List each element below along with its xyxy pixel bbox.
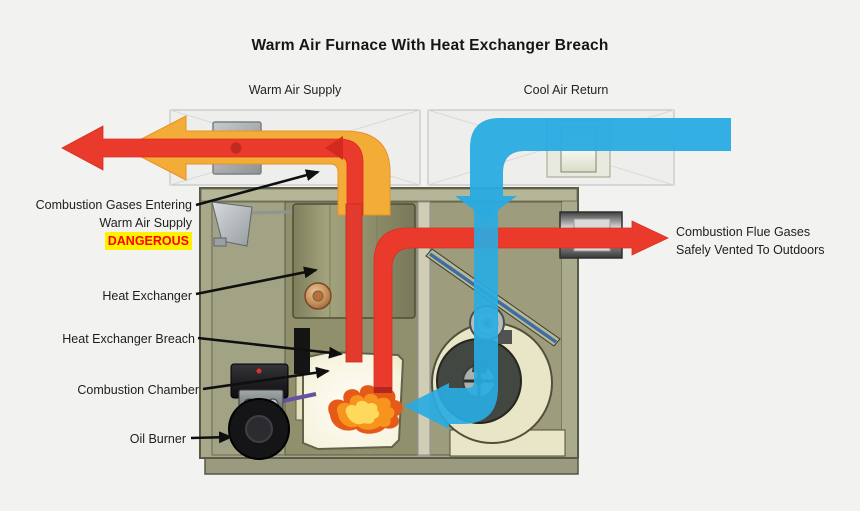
danger-badge: DANGEROUS: [104, 232, 192, 250]
annotation-arrow-chamber: [202, 366, 330, 391]
callout-flue: Combustion Flue Gases Safely Vented To O…: [676, 223, 824, 259]
diagram-title: Warm Air Furnace With Heat Exchanger Bre…: [251, 37, 609, 54]
cool-air-flow-arrow: [404, 118, 731, 429]
callout-combustion-gases-line2: Warm Air Supply: [99, 216, 192, 230]
callout-flue-line2: Safely Vented To Outdoors: [676, 243, 825, 257]
callout-flue-line1: Combustion Flue Gases: [676, 225, 811, 239]
warm-air-supply-label: Warm Air Supply: [248, 83, 342, 97]
annotation-arrows: [190, 169, 343, 444]
callout-combustion-gases: Combustion Gases Entering Warm Air Suppl…: [36, 196, 192, 250]
callout-combustion-chamber: Combustion Chamber: [77, 383, 199, 397]
callout-heat-exchanger: Heat Exchanger: [102, 289, 192, 303]
callout-combustion-gases-line1: Combustion Gases Entering: [35, 198, 192, 212]
combustion-gas-leak-arrow: [61, 125, 364, 363]
annotation-arrow-heat-exchanger: [195, 266, 318, 296]
cool-air-return-label: Cool Air Return: [523, 83, 609, 97]
annotation-arrow-combustion-gases: [195, 169, 320, 207]
annotation-arrow-breach: [197, 336, 343, 359]
inspection-port-icon: [304, 282, 332, 310]
callout-oil-burner: Oil Burner: [129, 432, 186, 446]
burner-motor-icon: [228, 398, 290, 460]
callout-heat-exchanger-breach: Heat Exchanger Breach: [62, 332, 195, 346]
annotation-arrow-oil-burner: [190, 431, 233, 444]
flue-gas-flow-arrow: [373, 220, 669, 393]
flame-icon: [328, 385, 403, 434]
